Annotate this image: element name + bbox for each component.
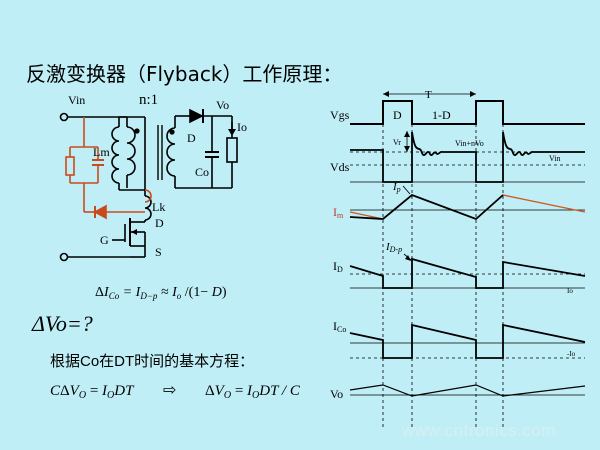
label-ratio: n:1 xyxy=(139,92,158,108)
label-vo-wave: Vo xyxy=(330,387,343,401)
label-lk: Lk xyxy=(152,200,165,214)
label-im: Im xyxy=(333,205,344,220)
vgs-waveform xyxy=(350,100,585,125)
eq-right: ΔVO = IODT / C xyxy=(205,383,301,401)
snubber-diode xyxy=(93,204,107,220)
id-waveform xyxy=(349,253,586,289)
im-waveform xyxy=(349,185,586,221)
ico-waveform xyxy=(349,323,586,359)
secondary-winding xyxy=(166,127,176,177)
time-guides xyxy=(382,100,504,428)
output-diode xyxy=(189,108,204,124)
label-vr: Vr xyxy=(393,138,401,147)
label-co: Co xyxy=(195,165,209,179)
load-resistor xyxy=(226,137,238,163)
vin-terminal-bottom xyxy=(59,252,69,262)
lm-inductor xyxy=(111,126,120,184)
rcd-snubber xyxy=(65,117,152,220)
label-vin: Vin xyxy=(68,93,85,107)
label-vds: Vds xyxy=(330,160,350,174)
ripple-formula: ΔICo = ID−p ≈ Io /(1− D) xyxy=(95,285,227,301)
label-d-mosfet: D xyxy=(155,216,164,230)
label-io-wave: Io xyxy=(567,287,573,295)
label-1-minus-d: 1-D xyxy=(432,108,451,122)
label-lm: Lm xyxy=(93,145,110,159)
vin-terminal-top xyxy=(59,112,69,122)
label-ip: Ip xyxy=(392,181,401,194)
label-io-circuit: Io xyxy=(237,120,247,134)
label-d-output: D xyxy=(187,131,196,145)
label-ico: ICo xyxy=(333,319,346,334)
flyback-circuit xyxy=(59,108,238,262)
label-D-duty: D xyxy=(393,108,402,122)
label-vgs: Vgs xyxy=(330,108,350,122)
label-vin-wave: Vin xyxy=(549,154,561,163)
page-title: 反激变换器（Flyback）工作原理： xyxy=(26,62,343,86)
label-vin-nvo: Vin+nVo xyxy=(455,139,484,148)
vds-waveform xyxy=(350,131,585,183)
label-T: T xyxy=(425,89,432,101)
watermark-logo: www.cntronics.com xyxy=(402,421,556,440)
arrow-symbol: ⇨ xyxy=(163,382,176,399)
basis-text: 根据Co在DT时间的基本方程： xyxy=(50,353,254,370)
label-g: G xyxy=(100,233,109,247)
eq-left: CΔVO = IODT xyxy=(50,383,135,401)
primary-winding xyxy=(126,126,136,176)
waveform-panel xyxy=(349,91,586,428)
label-s: S xyxy=(155,245,162,259)
label-idp: ID-p xyxy=(385,241,402,254)
question-formula: ΔVo=? xyxy=(31,311,93,336)
label-neg-io: -Io xyxy=(567,350,576,358)
label-vo-circuit: Vo xyxy=(216,98,229,112)
vo-waveform xyxy=(349,384,586,397)
label-id: ID xyxy=(333,259,343,274)
